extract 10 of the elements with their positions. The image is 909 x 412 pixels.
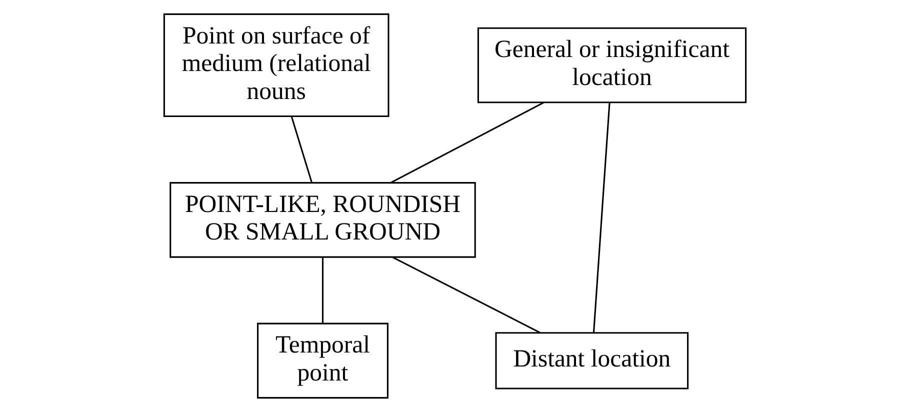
node-box: POINT-LIKE, ROUNDISH OR SMALL GROUND — [169, 182, 476, 258]
connector — [390, 102, 544, 184]
node-box: Temporal point — [256, 322, 388, 399]
node-box: Distant location — [494, 332, 688, 390]
connector — [321, 258, 324, 324]
connector — [290, 116, 312, 183]
connector — [392, 256, 540, 334]
node-box: Point on surface of medium (relational nouns — [162, 13, 389, 118]
node-box: General or insignificant location — [476, 27, 746, 104]
connector — [592, 102, 610, 333]
